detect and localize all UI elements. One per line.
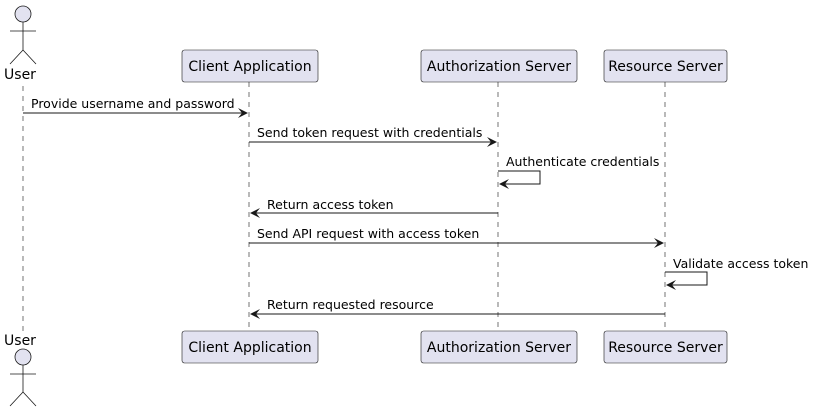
message-arrow xyxy=(665,271,708,290)
lifelines xyxy=(22,82,666,333)
actor-user-top: User xyxy=(4,5,37,83)
actor-user-bottom: User xyxy=(4,333,37,407)
participant-label-authorization-server: Authorization Server xyxy=(427,59,571,75)
participant-resource-server-top: Resource Server xyxy=(603,49,728,83)
participant-client-application-bottom: Client Application xyxy=(181,330,319,364)
participant-label-client-application: Client Application xyxy=(188,340,311,356)
participant-resource-server-bottom: Resource Server xyxy=(603,330,728,364)
actor-label-user: User xyxy=(4,333,36,349)
actor-label-user: User xyxy=(4,67,36,83)
message-6-self: Validate access token xyxy=(665,256,808,290)
stick-figure-icon xyxy=(9,348,37,407)
message-arrow xyxy=(498,170,541,189)
participant-label-client-application: Client Application xyxy=(188,59,311,75)
message-label: Send token request with credentials xyxy=(257,125,482,140)
message-label: Send API request with access token xyxy=(257,226,479,241)
message-label: Return access token xyxy=(267,197,394,212)
message-label: Provide username and password xyxy=(31,96,235,111)
participants-bottom: User Client Application Authorization Se… xyxy=(4,330,728,407)
participant-client-application-top: Client Application xyxy=(181,49,319,83)
participant-authorization-server-bottom: Authorization Server xyxy=(420,330,578,364)
message-label: Validate access token xyxy=(673,256,808,271)
message-1: Provide username and password xyxy=(23,96,248,118)
message-label: Authenticate credentials xyxy=(506,154,659,169)
participant-authorization-server-top: Authorization Server xyxy=(420,49,578,83)
message-4: Return access token xyxy=(250,197,498,218)
message-3-self: Authenticate credentials xyxy=(498,154,659,189)
message-5: Send API request with access token xyxy=(249,226,664,248)
participants-top: User Client Application Authorization Se… xyxy=(4,5,728,83)
participant-label-resource-server: Resource Server xyxy=(608,340,723,356)
message-label: Return requested resource xyxy=(267,297,434,312)
participant-label-authorization-server: Authorization Server xyxy=(427,340,571,356)
stick-figure-icon xyxy=(9,5,37,65)
message-2: Send token request with credentials xyxy=(249,125,497,147)
messages: Provide username and password Send token… xyxy=(23,96,808,319)
participant-label-resource-server: Resource Server xyxy=(608,59,723,75)
message-7: Return requested resource xyxy=(250,297,665,319)
